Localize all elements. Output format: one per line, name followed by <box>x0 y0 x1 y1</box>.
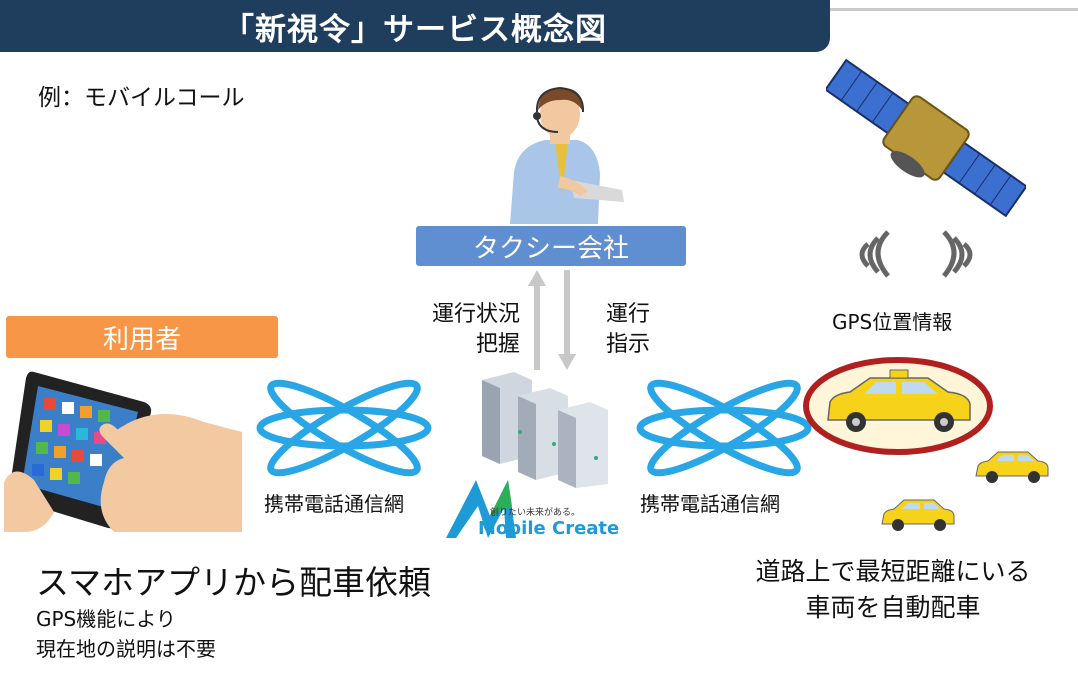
taxi-icon <box>881 499 955 531</box>
example-label: 例：モバイルコール <box>38 85 245 111</box>
right-caption: 道路上で最短距離にいる 車両を自動配車 <box>728 554 1058 626</box>
network-right-label: 携帯電話通信網 <box>640 492 780 516</box>
left-caption: スマホアプリから配車依頼 GPS機能により 現在地の説明は不要 <box>36 556 556 664</box>
smartphone-icon <box>4 371 243 532</box>
logo-tagline: 創りたい未来がある。 <box>490 508 581 518</box>
left-caption-sub2: 現在地の説明は不要 <box>36 637 216 661</box>
network-left-label: 携帯電話通信網 <box>264 492 404 516</box>
status-label-line1: 運行状況 <box>431 302 520 327</box>
status-arrows <box>528 270 576 370</box>
header-divider <box>830 8 1078 11</box>
highlighted-taxi <box>803 357 993 455</box>
mobile-create-logo <box>446 480 516 538</box>
right-caption-line2: 車両を自動配車 <box>805 593 981 622</box>
operator-illustration <box>510 86 624 224</box>
status-grasp-label: 運行状況 把握 <box>410 300 520 360</box>
arrow-down-icon <box>558 270 576 370</box>
page-title: 「新視令」サービス概念図 <box>0 0 830 52</box>
dispatch-label-line2: 指示 <box>606 332 651 357</box>
gps-location-label: GPS位置情報 <box>832 310 953 334</box>
user-label: 利用者 <box>6 316 278 358</box>
server-icon <box>482 372 608 488</box>
taxi-company-label: タクシー会社 <box>416 226 686 266</box>
network-right-icon <box>636 379 812 477</box>
network-left-icon <box>256 379 432 477</box>
status-label-line2: 把握 <box>475 332 520 357</box>
gps-signal-icon <box>859 230 973 278</box>
taxi-icon <box>975 451 1049 483</box>
right-caption-line1: 道路上で最短距離にいる <box>755 557 1031 586</box>
logo-name: Mobile Create <box>478 518 620 539</box>
left-caption-main: スマホアプリから配車依頼 <box>36 563 432 602</box>
dispatch-label-line1: 運行 <box>606 302 651 327</box>
dispatch-instruction-label: 運行 指示 <box>606 300 686 360</box>
arrow-up-icon <box>528 270 546 370</box>
left-caption-sub1: GPS機能により <box>36 607 176 631</box>
satellite-icon <box>826 58 1026 218</box>
